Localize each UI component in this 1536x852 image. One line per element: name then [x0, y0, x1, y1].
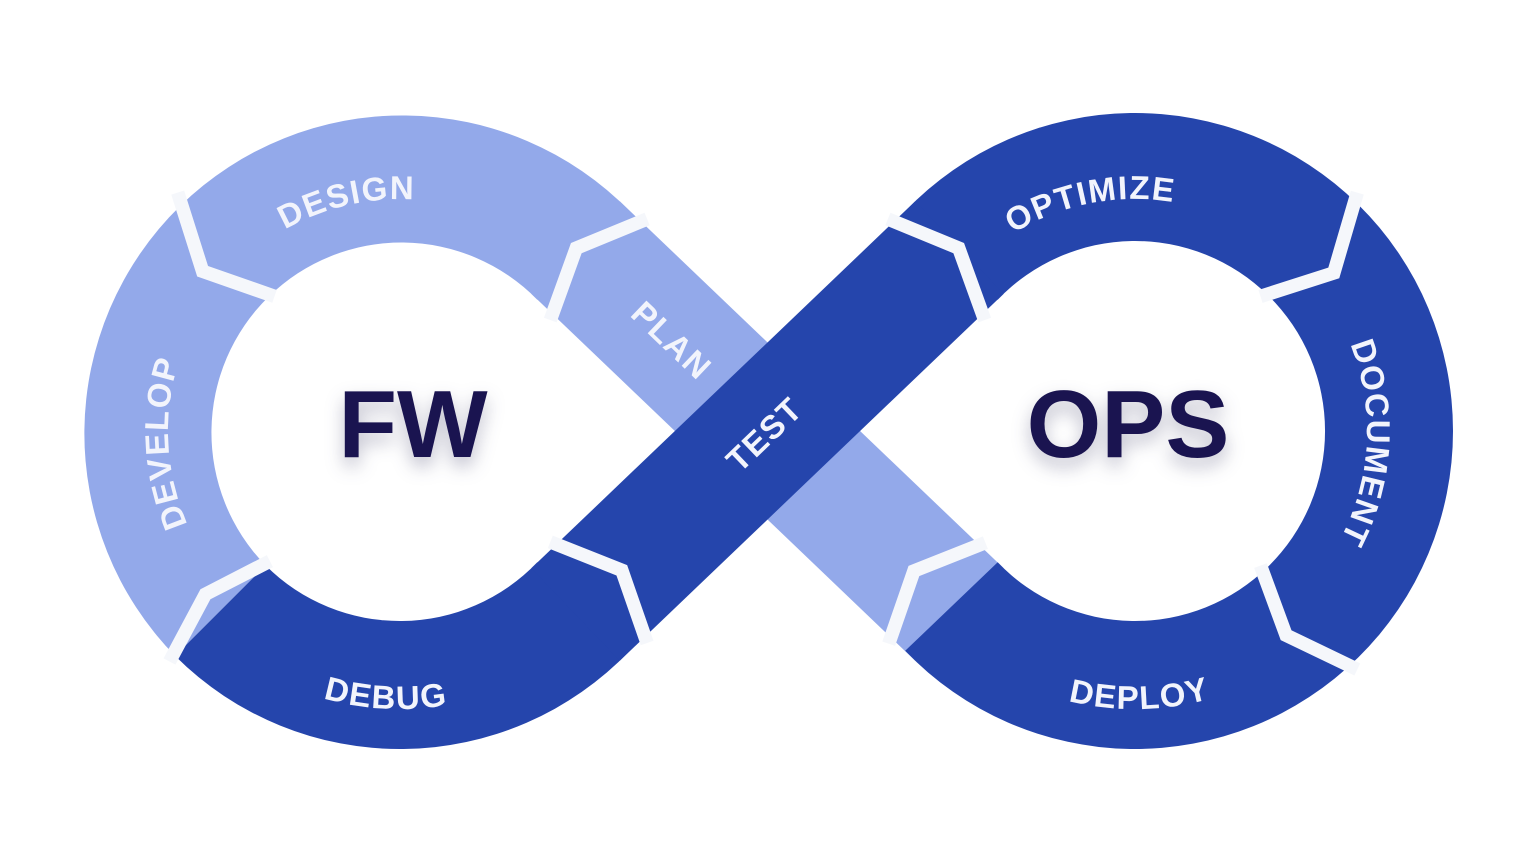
separator-chevron-plan-deploy — [882, 536, 988, 646]
left-loop-ring — [84, 115, 630, 656]
separator-chevron-debug-develop — [163, 555, 273, 665]
separator-chevron-optimize-document — [1258, 190, 1364, 303]
separator-chevron-debug-test — [547, 535, 654, 646]
ops-core-label: OPS — [1027, 371, 1230, 478]
debug-ring-segment — [175, 562, 630, 750]
separator-chevron-test-optimize — [885, 212, 992, 323]
separator-chevron-document-deploy — [1254, 563, 1361, 676]
fw-core-label: FW — [338, 371, 488, 478]
separator-chevron-design-plan — [543, 212, 650, 323]
test-band-segment — [531, 201, 1004, 661]
separator-chevron-develop-design — [171, 190, 277, 303]
